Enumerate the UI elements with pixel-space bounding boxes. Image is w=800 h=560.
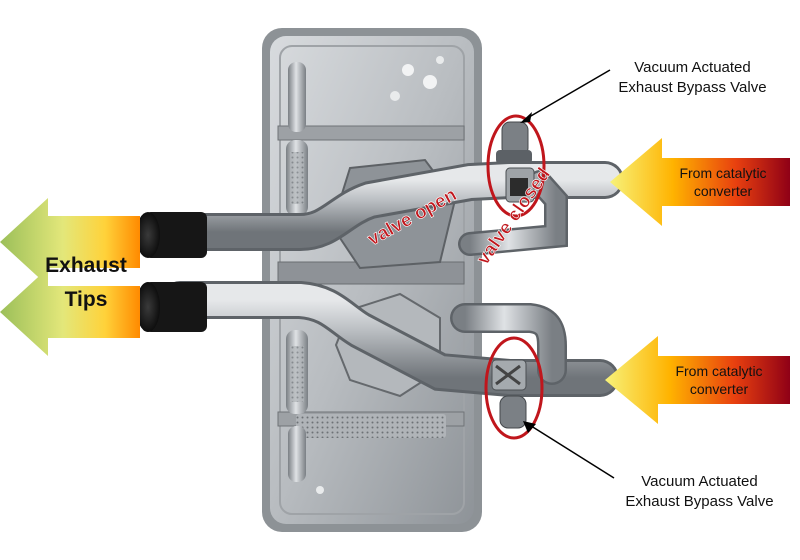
inlet-arrow-top <box>610 138 790 226</box>
exhaust-tips-line2: Tips <box>64 288 108 311</box>
callout-top-valve: Vacuum Actuated Exhaust Bypass Valve <box>600 58 785 98</box>
exhaust-tips-line1: Exhaust <box>45 254 127 277</box>
callout-top-line1: Vacuum Actuated <box>634 59 751 76</box>
inlet-bottom-line1: From catalytic <box>675 363 763 379</box>
bottom-exhaust-pipe <box>161 281 619 397</box>
callout-bottom-valve: Vacuum Actuated Exhaust Bypass Valve <box>607 472 792 512</box>
callout-bottom-line1: Vacuum Actuated <box>641 473 758 490</box>
perforated-tubes <box>286 62 308 482</box>
valve-highlight-bottom <box>484 336 544 440</box>
callout-top-line2: Exhaust Bypass Valve <box>618 79 767 96</box>
bypass-valve-top <box>496 121 535 203</box>
exhaust-tip-top <box>136 212 207 258</box>
internal-baffles <box>277 125 465 438</box>
inlet-bottom-label: From catalytic converter <box>656 362 782 398</box>
inlet-bottom-line2: converter <box>689 381 749 397</box>
inlet-top-line2: converter <box>693 183 753 199</box>
tip-arrow-bottom <box>0 268 140 356</box>
callout-bottom-line2: Exhaust Bypass Valve <box>625 493 774 510</box>
top-exhaust-pipe <box>161 161 624 256</box>
valve-highlight-top <box>486 114 546 218</box>
leader-line-bottom <box>523 421 615 479</box>
leader-line-top <box>520 69 611 123</box>
inlet-top-label: From catalytic converter <box>660 164 786 200</box>
inlet-arrow-bottom <box>605 336 790 424</box>
inlet-top-line1: From catalytic <box>679 165 767 181</box>
tip-arrow-top <box>0 198 140 286</box>
exhaust-tips-label: Exhaust Tips <box>34 249 138 317</box>
exhaust-tip-bottom <box>136 282 207 332</box>
bypass-valve-bottom <box>491 359 527 429</box>
